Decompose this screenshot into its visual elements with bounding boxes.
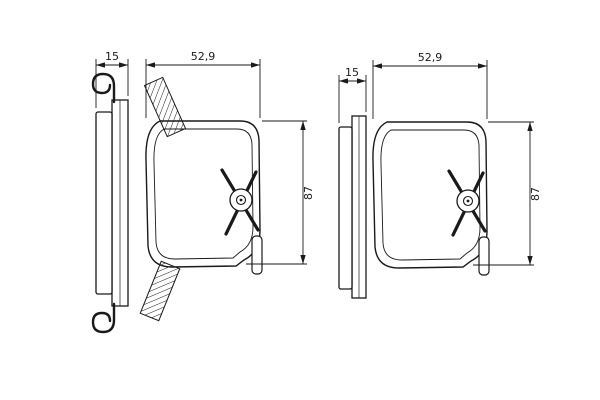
left-pad-outline: [145, 120, 261, 268]
left-shim-strip-bottom: [139, 260, 181, 322]
left-pad-inner-contour: [153, 128, 254, 260]
left-side-view: [91, 72, 129, 334]
left-dim-thickness: 15: [95, 50, 129, 108]
right-dim-width-label: 52,9: [418, 51, 443, 64]
right-center-rivet-inner: [462, 195, 474, 207]
left-shim-strip-top: [143, 76, 187, 138]
left-retaining-clip-bottom-icon: [91, 302, 116, 334]
left-dim-width: 52,9: [145, 50, 261, 118]
left-assembly: 15 52,9 87: [91, 50, 315, 334]
left-dim-thickness-label: 15: [105, 50, 119, 63]
left-friction-profile: [95, 111, 113, 295]
right-center-rivet-dot: [466, 199, 470, 203]
right-dim-height-label: 87: [529, 187, 542, 201]
right-sensor-tab: [478, 236, 490, 276]
left-retaining-clip-top-icon: [91, 72, 116, 104]
left-center-rivet-inner: [235, 194, 247, 206]
left-sensor-tab: [251, 235, 263, 275]
right-dim-thickness: 15: [338, 66, 367, 123]
right-friction-profile: [338, 126, 353, 290]
right-pad-inner-contour: [380, 129, 481, 261]
right-pad-front-view: [372, 121, 490, 276]
left-pad-front-view: [139, 76, 263, 322]
right-assembly: 15 52,9 87: [338, 51, 542, 299]
right-side-view: [338, 115, 367, 299]
left-dim-height: 87: [246, 120, 315, 265]
right-dim-thickness-label: 15: [345, 66, 359, 79]
right-pad-outline: [372, 121, 488, 269]
left-center-rivet-dot: [239, 198, 243, 202]
left-dim-width-label: 52,9: [191, 50, 216, 63]
left-dim-height-label: 87: [302, 186, 315, 200]
right-dim-width: 52,9: [372, 51, 488, 119]
right-dim-height: 87: [473, 121, 542, 266]
